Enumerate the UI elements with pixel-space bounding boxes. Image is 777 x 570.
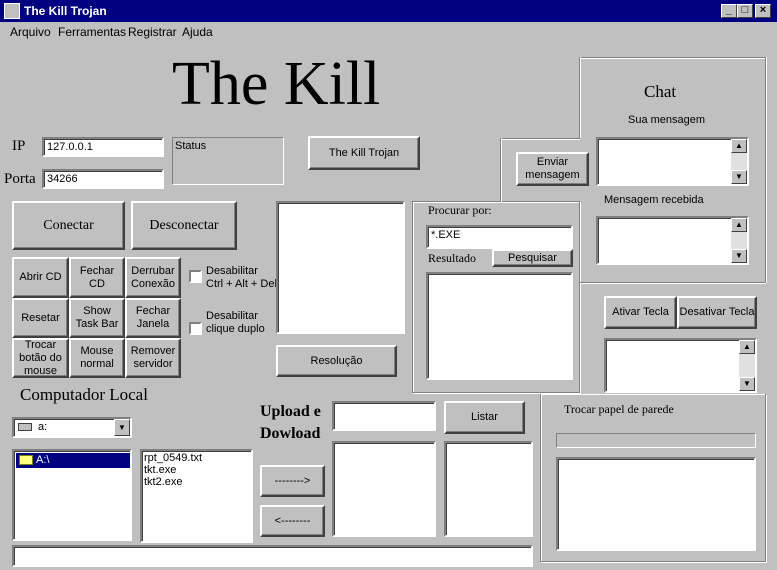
your-message-textarea[interactable]: ▲ ▼ — [596, 137, 749, 186]
menu-arquivo[interactable]: Arquivo — [10, 25, 51, 39]
resolution-button[interactable]: Resolução — [276, 345, 397, 377]
drop-connection-button[interactable]: Derrubar Conexão — [125, 257, 181, 298]
app-icon — [4, 3, 20, 19]
scroll-up-icon[interactable]: ▲ — [739, 340, 755, 354]
chat-frame-left-lower — [500, 138, 501, 202]
scroll-down-icon[interactable]: ▼ — [739, 377, 755, 391]
status-label: Status — [175, 140, 207, 152]
drive-select[interactable]: a: ▼ — [12, 417, 132, 438]
minimize-button[interactable]: _ — [721, 4, 737, 18]
search-label: Procurar por: — [428, 203, 492, 217]
chat-title: Chat — [644, 82, 677, 101]
drive-icon — [18, 423, 32, 431]
swap-mouse-button[interactable]: Trocar botão do mouse — [12, 338, 69, 378]
chat-frame-left-upper — [579, 57, 580, 138]
disable-double-click-label: Desabilitar clique duplo — [206, 310, 265, 335]
file-item[interactable]: tkt.exe — [144, 464, 177, 476]
big-title: The Kill — [172, 50, 381, 118]
key-scrollbar[interactable]: ▲ ▼ — [739, 340, 755, 391]
drive-value: a: — [38, 421, 48, 433]
disable-double-click-checkbox[interactable] — [189, 322, 202, 335]
your-message-scrollbar[interactable]: ▲ ▼ — [731, 139, 747, 184]
disable-ctrl-alt-del-label: Desabilitar Ctrl + Alt + Del — [206, 265, 277, 290]
mouse-normal-button[interactable]: Mouse normal — [69, 338, 125, 378]
search-button[interactable]: Pesquisar — [492, 249, 573, 267]
status-box: Status — [172, 137, 284, 185]
result-label: Resultado — [428, 251, 476, 265]
received-message-textarea[interactable]: ▲ ▼ — [596, 216, 749, 265]
local-computer-title: Computador Local — [20, 385, 148, 404]
folder-label: A:\ — [36, 454, 50, 466]
disconnect-button[interactable]: Desconectar — [131, 201, 237, 250]
wallpaper-frame — [540, 394, 766, 562]
wallpaper-preview — [556, 457, 756, 551]
menu-ajuda[interactable]: Ajuda — [182, 25, 213, 39]
chat-frame-bottom — [580, 282, 766, 283]
title-bar: The Kill Trojan _ □ × — [0, 0, 777, 22]
open-cd-button[interactable]: Abrir CD — [12, 257, 69, 298]
port-input[interactable]: 34266 — [42, 169, 164, 189]
key-textarea[interactable]: ▲ ▼ — [604, 338, 757, 393]
window-title: The Kill Trojan — [24, 4, 107, 18]
show-taskbar-button[interactable]: Show Task Bar — [69, 298, 125, 338]
upload-download-title: Upload e Dowload — [260, 403, 321, 442]
file-list[interactable]: rpt_0549.txt tkt.exe tkt2.exe — [140, 449, 253, 543]
close-cd-button[interactable]: Fechar CD — [69, 257, 125, 298]
reset-button[interactable]: Resetar — [12, 298, 69, 338]
ip-label: IP — [12, 138, 26, 154]
disable-key-button[interactable]: Desativar Tecla — [677, 296, 757, 329]
folder-item-selected[interactable] — [16, 453, 130, 468]
upload-button[interactable]: --------> — [260, 465, 325, 497]
wallpaper-progress — [556, 433, 756, 448]
send-message-button[interactable]: Enviar mensagem — [516, 152, 589, 186]
file-item[interactable]: tkt2.exe — [144, 476, 183, 488]
chat-frame-right — [765, 57, 766, 283]
wallpaper-label: Trocar papel de parede — [564, 402, 674, 416]
enable-key-button[interactable]: Ativar Tecla — [604, 296, 677, 329]
remote-path-input[interactable] — [332, 401, 436, 431]
folder-icon — [19, 455, 33, 465]
close-button[interactable]: × — [755, 4, 771, 18]
chat-frame-step — [500, 138, 580, 139]
the-kill-trojan-button[interactable]: The Kill Trojan — [308, 136, 420, 170]
folder-list[interactable]: A:\ — [12, 449, 132, 541]
list-button[interactable]: Listar — [444, 401, 525, 434]
resolution-preview — [276, 201, 405, 334]
close-window-button[interactable]: Fechar Janela — [125, 298, 181, 338]
maximize-button[interactable]: □ — [737, 4, 753, 18]
scroll-up-icon[interactable]: ▲ — [731, 139, 747, 153]
download-button[interactable]: <-------- — [260, 505, 325, 537]
port-label: Porta — [4, 171, 36, 187]
search-input[interactable]: *.EXE — [426, 225, 573, 249]
remote-file-list[interactable] — [444, 441, 533, 537]
remove-server-button[interactable]: Remover servidor — [125, 338, 181, 378]
scroll-down-icon[interactable]: ▼ — [731, 249, 747, 263]
bottom-status-bar — [12, 545, 533, 567]
connect-button[interactable]: Conectar — [12, 201, 125, 250]
remote-folder-list[interactable] — [332, 441, 436, 537]
menu-registrar[interactable]: Registrar — [128, 25, 177, 39]
menu-bar: Arquivo Ferramentas Registrar Ajuda — [0, 22, 777, 41]
scroll-up-icon[interactable]: ▲ — [731, 218, 747, 232]
chat-frame-top — [579, 57, 766, 58]
ip-input[interactable]: 127.0.0.1 — [42, 137, 164, 157]
search-frame — [412, 201, 580, 393]
file-item[interactable]: rpt_0549.txt — [144, 452, 203, 464]
scroll-down-icon[interactable]: ▼ — [731, 170, 747, 184]
search-results-list[interactable] — [426, 272, 573, 380]
chevron-down-icon[interactable]: ▼ — [114, 419, 130, 436]
your-message-label: Sua mensagem — [628, 114, 706, 126]
menu-ferramentas[interactable]: Ferramentas — [58, 25, 127, 39]
received-message-label: Mensagem recebida — [604, 194, 704, 206]
disable-ctrl-alt-del-checkbox[interactable] — [189, 270, 202, 283]
received-message-scrollbar[interactable]: ▲ ▼ — [731, 218, 747, 263]
